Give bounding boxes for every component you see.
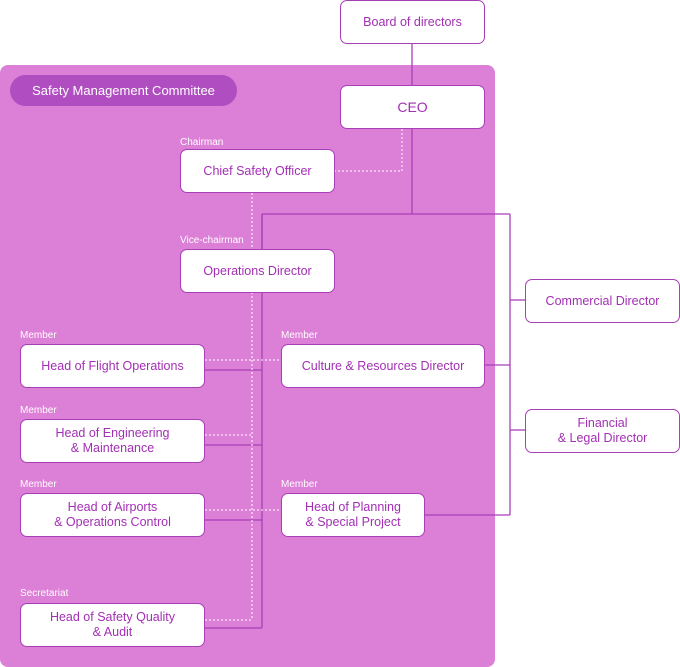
role-member-planning: Member xyxy=(281,479,318,490)
role-vice-chairman: Vice-chairman xyxy=(180,235,244,246)
node-ceo: CEO xyxy=(340,85,485,129)
role-member-engineering: Member xyxy=(20,405,57,416)
node-head-airports-operations: Head of Airports & Operations Control xyxy=(20,493,205,537)
committee-title-badge: Safety Management Committee xyxy=(10,75,237,106)
role-member-airports: Member xyxy=(20,479,57,490)
dotted-ceo-cso xyxy=(335,129,403,172)
node-board-of-directors: Board of directors xyxy=(340,0,485,44)
node-head-engineering-maintenance: Head of Engineering & Maintenance xyxy=(20,419,205,463)
node-financial-legal-director: Financial & Legal Director xyxy=(525,409,680,453)
node-culture-resources-director: Culture & Resources Director xyxy=(281,344,485,388)
node-head-safety-quality-audit: Head of Safety Quality & Audit xyxy=(20,603,205,647)
node-commercial-director: Commercial Director xyxy=(525,279,680,323)
role-secretariat: Secretariat xyxy=(20,588,69,599)
node-head-flight-operations: Head of Flight Operations xyxy=(20,344,205,388)
node-chief-safety-officer: Chief Safety Officer xyxy=(180,149,335,193)
role-chairman: Chairman xyxy=(180,137,224,148)
role-member-culture: Member xyxy=(281,330,318,341)
role-member-flight: Member xyxy=(20,330,57,341)
node-head-planning-special-project: Head of Planning & Special Project xyxy=(281,493,425,537)
node-operations-director: Operations Director xyxy=(180,249,335,293)
